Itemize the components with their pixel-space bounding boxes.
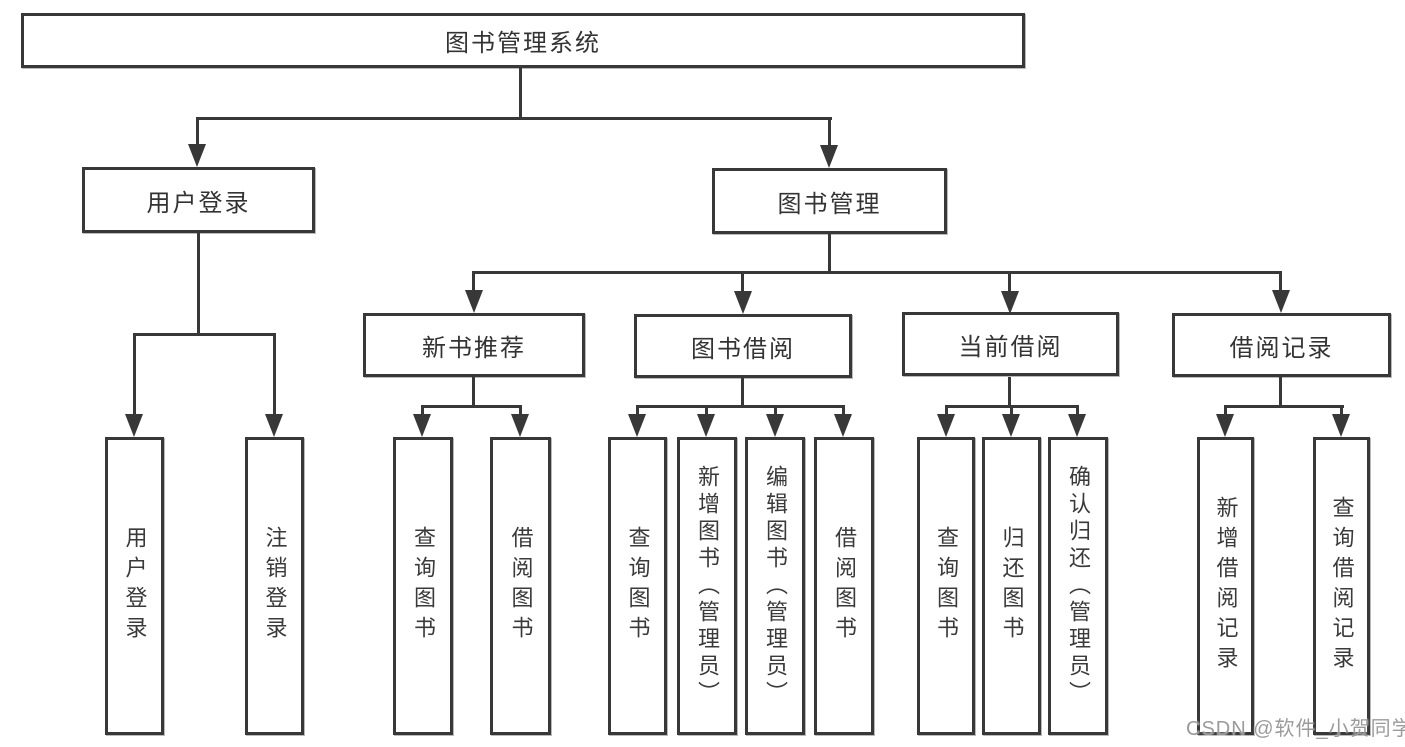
arrowhead-down-icon: [1001, 291, 1019, 314]
connector-vline: [828, 233, 831, 274]
arrowhead-down-icon: [734, 291, 752, 314]
leaf-borrow-books-2: 借阅图书: [814, 437, 874, 735]
connector-vline: [472, 271, 475, 293]
connector-vline: [472, 376, 475, 408]
leaf-borrow-books-1: 借阅图书: [490, 437, 551, 735]
arrowhead-down-icon: [1272, 290, 1290, 313]
node-borrow-records: 借阅记录: [1172, 313, 1391, 377]
arrowhead-down-icon: [937, 414, 955, 437]
leaf-edit-book-admin: 编辑图书（管理员）: [745, 437, 805, 735]
node-book-management-label: 图书管理: [777, 190, 882, 218]
leaf-query-books-2: 查询图书: [608, 437, 667, 735]
node-book-borrow-label: 图书借阅: [691, 335, 795, 363]
arrowhead-down-icon: [265, 414, 283, 437]
connector-vline: [842, 405, 845, 418]
leaf-borrow-books-1-label: 借阅图书: [508, 526, 534, 646]
connector-vline: [1010, 405, 1013, 418]
connector-vline: [1279, 376, 1282, 408]
connector-vline: [197, 232, 200, 336]
csdn-watermark: CSDN @软件_小贺同学: [1186, 718, 1405, 740]
connector-vline: [945, 405, 948, 418]
node-new-book-recommend: 新书推荐: [363, 313, 585, 377]
connector-vline: [1340, 405, 1343, 418]
leaf-query-books-3: 查询图书: [917, 437, 975, 735]
connector-vline: [741, 271, 744, 294]
connector-hline: [133, 333, 276, 336]
connector-hline: [1224, 405, 1344, 408]
connector-vline: [273, 333, 276, 417]
connector-vline: [1008, 377, 1011, 408]
leaf-query-books-1-label: 查询图书: [411, 526, 436, 646]
connector-hline: [472, 271, 1282, 274]
connector-vline: [1279, 271, 1282, 293]
arrowhead-down-icon: [834, 414, 852, 437]
node-new-book-recommend-label: 新书推荐: [422, 334, 526, 362]
leaf-confirm-return-admin: 确认归还（管理员）: [1048, 437, 1108, 735]
leaf-edit-book-admin-label: 编辑图书（管理员）: [763, 464, 788, 708]
leaf-query-books-2-label: 查询图书: [625, 526, 651, 646]
connector-vline: [519, 66, 522, 119]
leaf-add-book-admin: 新增图书（管理员）: [677, 437, 737, 735]
connector-vline: [1224, 405, 1227, 418]
node-book-borrow: 图书借阅: [634, 314, 852, 378]
node-user-login: 用户登录: [82, 167, 315, 233]
connector-hline: [422, 405, 522, 408]
connector-vline: [133, 333, 136, 417]
leaf-user-login: 用户登录: [105, 437, 164, 735]
leaf-query-borrow-record-label: 查询借阅记录: [1329, 496, 1355, 676]
node-user-login-label: 用户登录: [146, 189, 251, 217]
connector-vline: [774, 405, 777, 418]
connector-vline: [741, 377, 744, 408]
leaf-logout: 注销登录: [245, 437, 304, 735]
connector-hline: [636, 405, 844, 408]
leaf-confirm-return-admin-label: 确认归还（管理员）: [1066, 464, 1091, 708]
connector-vline: [705, 405, 708, 418]
leaf-return-book: 归还图书: [982, 437, 1041, 735]
node-root-label: 图书管理系统: [445, 30, 601, 57]
connector-hline: [197, 117, 832, 120]
arrowhead-down-icon: [413, 414, 431, 437]
leaf-borrow-books-2-label: 借阅图书: [832, 526, 857, 646]
arrowhead-down-icon: [1216, 414, 1234, 437]
leaf-add-borrow-record-label: 新增借阅记录: [1213, 496, 1239, 676]
connector-vline: [1076, 405, 1079, 418]
connector-vline: [421, 405, 424, 418]
leaf-add-book-admin-label: 新增图书（管理员）: [695, 464, 720, 708]
node-borrow-records-label: 借阅记录: [1229, 334, 1334, 362]
connector-vline: [519, 405, 522, 418]
connector-vline: [196, 117, 199, 148]
leaf-user-login-label: 用户登录: [122, 526, 148, 646]
arrowhead-down-icon: [820, 145, 838, 168]
arrowhead-down-icon: [1002, 414, 1020, 437]
leaf-add-borrow-record: 新增借阅记录: [1197, 437, 1254, 735]
leaf-query-books-1: 查询图书: [393, 437, 453, 735]
connector-vline: [828, 117, 831, 148]
node-root: 图书管理系统: [21, 13, 1025, 68]
node-book-management: 图书管理: [712, 168, 947, 234]
node-current-borrow: 当前借阅: [902, 312, 1119, 376]
connector-vline: [1008, 271, 1011, 294]
connector-vline: [636, 405, 639, 418]
arrowhead-down-icon: [1332, 414, 1350, 437]
arrowhead-down-icon: [766, 414, 784, 437]
arrowhead-down-icon: [511, 414, 529, 437]
leaf-return-book-label: 归还图书: [999, 526, 1025, 646]
arrowhead-down-icon: [465, 290, 483, 313]
arrowhead-down-icon: [125, 414, 143, 437]
arrowhead-down-icon: [628, 414, 646, 437]
node-current-borrow-label: 当前借阅: [958, 333, 1063, 361]
arrowhead-down-icon: [697, 414, 715, 437]
leaf-logout-label: 注销登录: [262, 526, 288, 646]
leaf-query-borrow-record: 查询借阅记录: [1313, 437, 1370, 735]
arrowhead-down-icon: [188, 144, 206, 167]
arrowhead-down-icon: [1068, 414, 1086, 437]
leaf-query-books-3-label: 查询图书: [934, 526, 959, 646]
